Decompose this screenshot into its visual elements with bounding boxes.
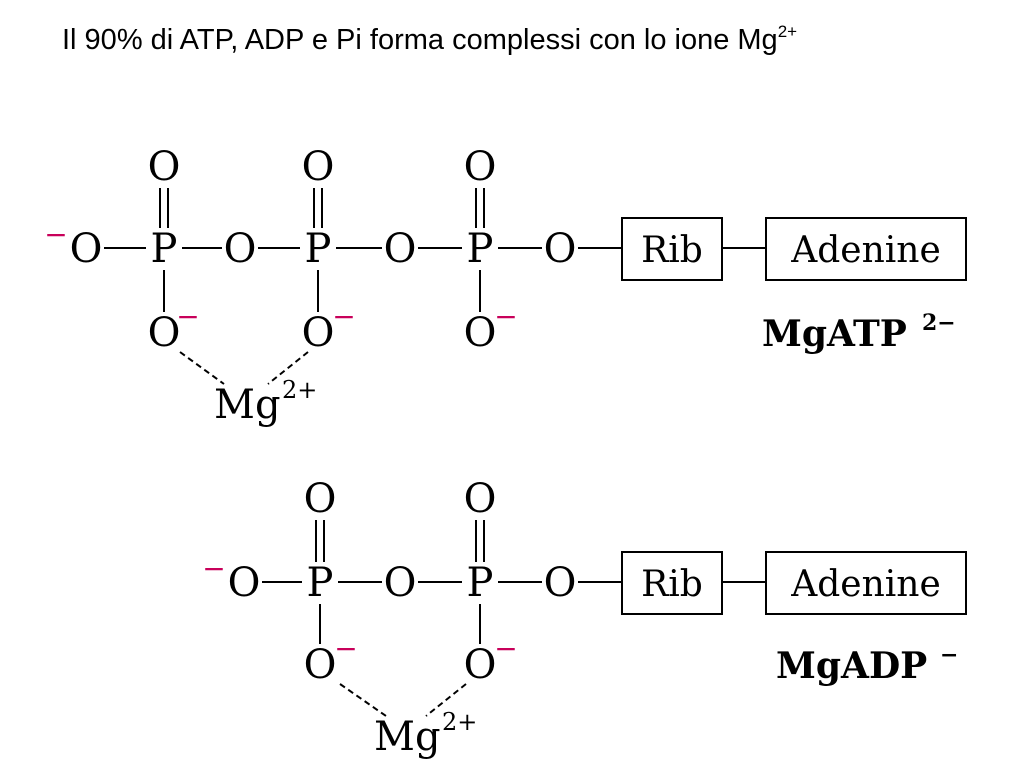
atp-charge-terminal: − bbox=[44, 218, 67, 251]
atp-rib-label: Rib bbox=[641, 230, 703, 271]
adp-charge-terminal: − bbox=[202, 552, 225, 585]
atp-o-bottom-2: O bbox=[302, 310, 335, 356]
adp-o-bottom-1: O bbox=[304, 642, 337, 688]
atp-p-alpha: P bbox=[467, 226, 494, 272]
adp-o-top-2: O bbox=[464, 476, 497, 522]
atp-adenine-label: Adenine bbox=[790, 230, 941, 271]
atp-adenine-box bbox=[765, 217, 967, 281]
atp-charge-bottom-1: − bbox=[176, 300, 199, 333]
adp-adenine-label: Adenine bbox=[790, 564, 941, 605]
atp-o-top-1: O bbox=[148, 144, 181, 190]
adp-coord-left bbox=[339, 683, 387, 717]
atp-coord-left bbox=[179, 351, 225, 385]
atp-o-bottom-1: O bbox=[148, 310, 181, 356]
adp-o-bottom-2: O bbox=[464, 642, 497, 688]
atp-mg-charge: 2+ bbox=[282, 376, 317, 404]
slide-title: Il 90% di ATP, ADP e Pi forma complessi … bbox=[62, 22, 798, 57]
mgatp-charge: 2− bbox=[922, 310, 956, 336]
atp-o-top-3: O bbox=[464, 144, 497, 190]
adp-rib-label: Rib bbox=[641, 564, 703, 605]
title-charge: 2+ bbox=[777, 22, 798, 41]
atp-charge-bottom-2: − bbox=[332, 300, 355, 333]
atp-o-ester: O bbox=[544, 226, 577, 272]
mgatp-label: MgATP bbox=[762, 313, 907, 355]
atp-o-bridge-1: O bbox=[224, 226, 257, 272]
mgatp-structure: O P O P O P O O O O O O O − − − − bbox=[44, 144, 967, 428]
adp-mg-symbol: Mg bbox=[374, 714, 441, 760]
adp-rib-box bbox=[621, 551, 723, 615]
adp-o-ester: O bbox=[544, 560, 577, 606]
adp-o-top-1: O bbox=[304, 476, 337, 522]
adp-mg-charge: 2+ bbox=[442, 708, 477, 736]
atp-p-beta: P bbox=[305, 226, 332, 272]
mgadp-label: MgADP bbox=[776, 645, 927, 687]
atp-mg-symbol: Mg bbox=[214, 382, 281, 428]
adp-o-bridge: O bbox=[384, 560, 417, 606]
adp-p-beta: P bbox=[307, 560, 334, 606]
adp-charge-bottom-2: − bbox=[494, 632, 517, 665]
adp-adenine-box bbox=[765, 551, 967, 615]
adp-o-terminal: O bbox=[228, 560, 261, 606]
mgadp-charge: − bbox=[940, 642, 958, 668]
atp-o-bottom-3: O bbox=[464, 310, 497, 356]
atp-p-gamma: P bbox=[151, 226, 178, 272]
atp-coord-right bbox=[267, 351, 309, 385]
title-text: Il 90% di ATP, ADP e Pi forma complessi … bbox=[62, 24, 778, 56]
atp-o-terminal: O bbox=[70, 226, 103, 272]
atp-o-bridge-2: O bbox=[384, 226, 417, 272]
atp-o-top-2: O bbox=[302, 144, 335, 190]
atp-charge-bottom-3: − bbox=[494, 300, 517, 333]
adp-p-alpha: P bbox=[467, 560, 494, 606]
adp-coord-right bbox=[425, 683, 467, 717]
mgadp-structure: O P O P O O O O O − − − Mg bbox=[202, 476, 967, 760]
atp-rib-box bbox=[621, 217, 723, 281]
adp-charge-bottom-1: − bbox=[334, 632, 357, 665]
